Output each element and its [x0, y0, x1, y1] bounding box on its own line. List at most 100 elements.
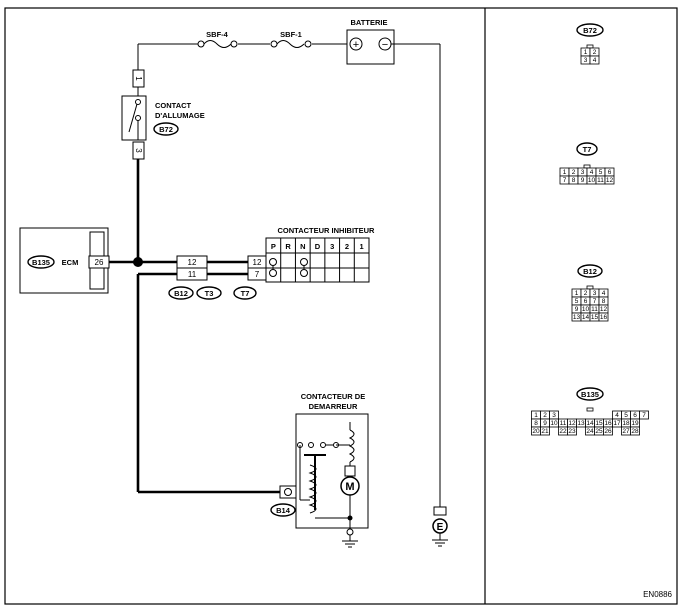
ignition-switch: 1 3 CONTACT D'ALLUMAGE B72 [121, 69, 205, 160]
b135-latch [586, 407, 594, 412]
ignition-label-line1: CONTACT [155, 101, 192, 110]
starter-label-line2: DEMARREUR [309, 402, 358, 411]
connector-b135-tag: B135 [32, 258, 50, 267]
t7-pin-7: 7 [255, 270, 260, 279]
starter-label-line1: CONTACTEUR DE [301, 392, 365, 401]
b135-pin-4: 4 [615, 412, 619, 419]
b135-pin-15: 15 [595, 420, 603, 427]
earth-label: E [437, 522, 444, 533]
pinout-t7-tag: T7 [583, 145, 592, 154]
b135-pin-12: 12 [568, 420, 576, 427]
b72-pin-2: 2 [593, 49, 597, 56]
t7-pin-1: 1 [563, 169, 567, 176]
b12-pin-12: 12 [600, 306, 608, 313]
connector-t3-tag: T3 [205, 289, 214, 298]
inhibitor-position-2: N [300, 242, 305, 251]
b12-pin-14: 14 [582, 314, 590, 321]
inhibitor-position-4: 3 [330, 242, 334, 251]
b135-pin-22: 22 [559, 428, 567, 435]
inhibitor-position-5: 2 [345, 242, 349, 251]
b135-pin-28: 28 [631, 428, 639, 435]
b135-pin-19: 19 [631, 420, 639, 427]
b135-cell [639, 410, 649, 420]
b12-pin-9: 9 [575, 306, 579, 313]
b135-pin-11: 11 [560, 420, 567, 427]
b12-cell [598, 312, 609, 322]
ecm-pin-26: 26 [95, 258, 104, 267]
inhibitor-label: CONTACTEUR INHIBITEUR [278, 226, 376, 235]
ignition-label-line2: D'ALLUMAGE [155, 111, 205, 120]
b12-pin-2: 2 [584, 290, 588, 297]
fuse-sbf-4: SBF-4 [197, 30, 238, 48]
splice-junction [133, 257, 143, 267]
figure-code: EN0886 [643, 590, 672, 599]
b12-pin-6: 6 [584, 298, 588, 305]
top-wire [137, 43, 347, 70]
b72-pin-3: 3 [584, 57, 588, 64]
ecm-unit: 26 B135 ECM [19, 227, 110, 294]
b72-pin-4: 4 [593, 57, 597, 64]
b12-pin-11: 11 [591, 306, 598, 313]
b12-pin-15: 15 [591, 314, 599, 321]
t7-pin-5: 5 [599, 169, 603, 176]
fuse-sbf-1: SBF-1 [270, 30, 312, 48]
b12-pin-11: 11 [188, 270, 197, 279]
b135-pin-26: 26 [604, 428, 612, 435]
connector-b14-tag: B14 [276, 506, 291, 515]
b72-latch [586, 44, 594, 49]
b135-pin-10: 10 [550, 420, 558, 427]
b135-pin-18: 18 [622, 420, 630, 427]
t7-pin-9: 9 [581, 177, 585, 184]
starter-switch: CONTACTEUR DE DEMARREUR B14 M [270, 392, 369, 548]
b135-pin-25: 25 [595, 428, 603, 435]
ignition-pin-3: 3 [134, 148, 143, 153]
battery-minus-icon: − [382, 39, 388, 51]
t7-pin-8: 8 [572, 177, 576, 184]
b12-pin-5: 5 [575, 298, 579, 305]
pinout-b135-tag: B135 [581, 390, 599, 399]
b135-pin-6: 6 [633, 412, 637, 419]
b72-cell [589, 55, 600, 65]
b12-pin-4: 4 [602, 290, 606, 297]
b12-pin-12: 12 [188, 258, 197, 267]
battery-label: BATTERIE [351, 18, 388, 27]
t7-pin-7: 7 [563, 177, 567, 184]
t7-pin-6: 6 [608, 169, 612, 176]
b135-pin-1: 1 [534, 412, 538, 419]
b12-pin-3: 3 [593, 290, 597, 297]
b12-pin-7: 7 [593, 298, 597, 305]
b135-pin-3: 3 [552, 412, 556, 419]
b12-pin-10: 10 [582, 306, 590, 313]
b135-pin-9: 9 [543, 420, 547, 427]
b12-pin-8: 8 [602, 298, 606, 305]
t7-latch [583, 164, 591, 169]
t7-pin-4: 4 [590, 169, 594, 176]
inhibitor-position-1: R [285, 242, 291, 251]
b135-pin-27: 27 [622, 428, 630, 435]
b135-pin-13: 13 [577, 420, 585, 427]
motor-label: M [345, 481, 354, 493]
pinout-b12-tag: B12 [583, 267, 597, 276]
b135-pin-8: 8 [534, 420, 538, 427]
fuse-sbf-1-label: SBF-1 [280, 30, 302, 39]
b135-pin-16: 16 [604, 420, 612, 427]
b135-pin-23: 23 [568, 428, 576, 435]
t7-cell [604, 175, 615, 185]
b135-cell [630, 426, 640, 436]
connector-b72-tag: B72 [159, 125, 173, 134]
connector-t7-tag: T7 [241, 289, 250, 298]
harness-wire [108, 159, 280, 494]
t7-pin-2: 2 [572, 169, 576, 176]
b12-pin-1: 1 [575, 290, 579, 297]
b135-cell [567, 426, 577, 436]
b12-pin-13: 13 [573, 314, 581, 321]
earth-wire: E [391, 43, 448, 547]
ignition-pin-1: 1 [134, 76, 143, 81]
inhibitor-position-0: P [271, 242, 276, 251]
